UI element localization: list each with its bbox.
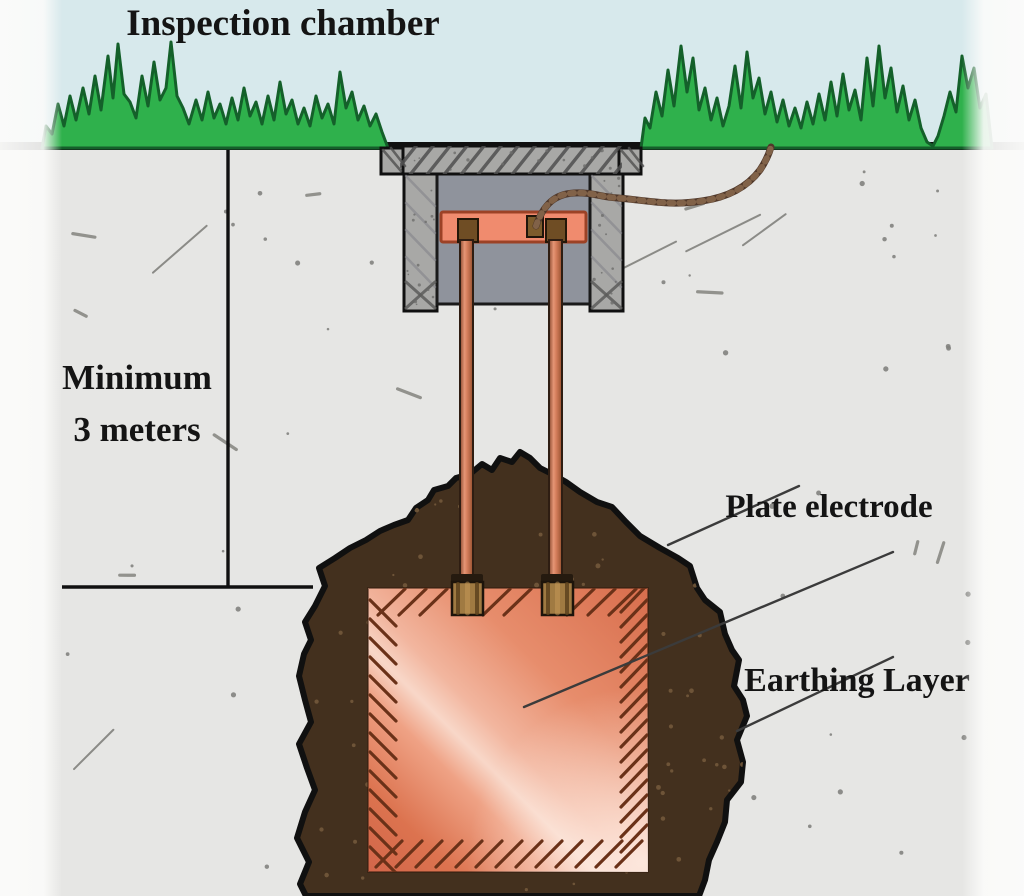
leader-earthing-layer: [735, 655, 895, 733]
labels: Inspection chamber Minimum 3 meters Plat…: [62, 3, 970, 699]
label-plate-electrode: Plate electrode: [725, 489, 932, 525]
vignette-right: [962, 0, 1024, 896]
grass-clump-right: [639, 44, 994, 150]
wire-twist-highlight: [533, 144, 774, 229]
plate-electrode: [367, 587, 649, 873]
leader-plate-electrode: [522, 550, 895, 709]
plate-shine: [368, 588, 648, 872]
busbar-bolt-left: [457, 218, 479, 243]
label-minimum-line2: 3 meters: [73, 410, 200, 449]
grass: [40, 40, 994, 150]
clamp-stripes: [456, 581, 569, 616]
plate-edge-hatching: [368, 588, 648, 872]
plate-clamps: [450, 574, 575, 617]
earth-wire: [532, 143, 775, 230]
grass-clump-left: [40, 40, 390, 150]
leader-plate-to-pit: [666, 484, 801, 547]
label-earthing-layer: Earthing Layer: [744, 662, 970, 699]
label-inspection-chamber: Inspection chamber: [126, 3, 439, 44]
busbar-bolt-right: [545, 218, 567, 243]
vignette-left: [0, 0, 62, 896]
leader-lines: [522, 484, 895, 733]
label-minimum-line1: Minimum: [62, 358, 212, 397]
copper-busbar: [439, 210, 588, 244]
copper-rod-left: [459, 239, 474, 591]
dimension-lines: [62, 150, 313, 589]
copper-rods: [459, 239, 563, 591]
chamber-wall-texture: [381, 146, 645, 310]
chamber-lid: [398, 144, 624, 176]
copper-rod-right: [548, 239, 563, 591]
